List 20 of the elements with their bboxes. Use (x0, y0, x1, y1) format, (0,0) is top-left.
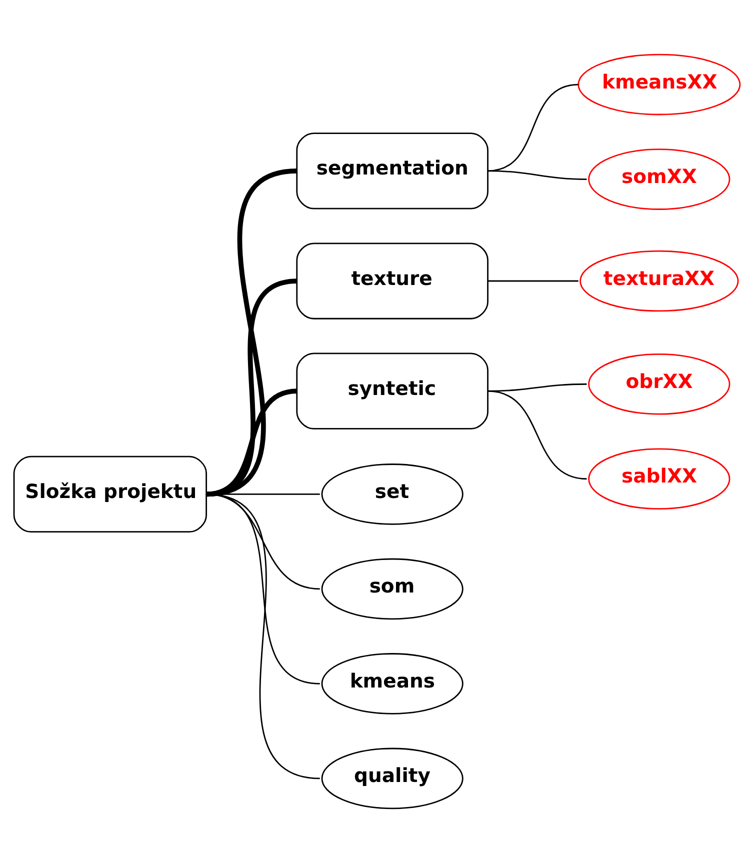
node-ellipse: kmeans (321, 653, 464, 714)
node-box: Složka projektu (13, 456, 207, 533)
connector (206, 388, 298, 497)
node-ellipse: kmeansXX (578, 54, 741, 116)
node-ellipse: sablXX (588, 448, 730, 510)
connector (488, 84, 578, 172)
node-ellipse: quality (321, 748, 464, 810)
connector (488, 280, 578, 282)
node-box: syntetic (296, 352, 488, 430)
node-ellipse: set (321, 464, 464, 525)
node-ellipse: somXX (588, 148, 730, 210)
node-ellipse: som (321, 558, 464, 620)
connector (206, 168, 298, 497)
node-box: texture (296, 242, 488, 320)
node-ellipse: obrXX (588, 353, 730, 415)
node-ellipse: texturaXX (580, 250, 739, 312)
connector (206, 278, 298, 497)
connector (488, 170, 587, 180)
node-box: segmentation (296, 132, 488, 210)
connector (488, 390, 587, 480)
